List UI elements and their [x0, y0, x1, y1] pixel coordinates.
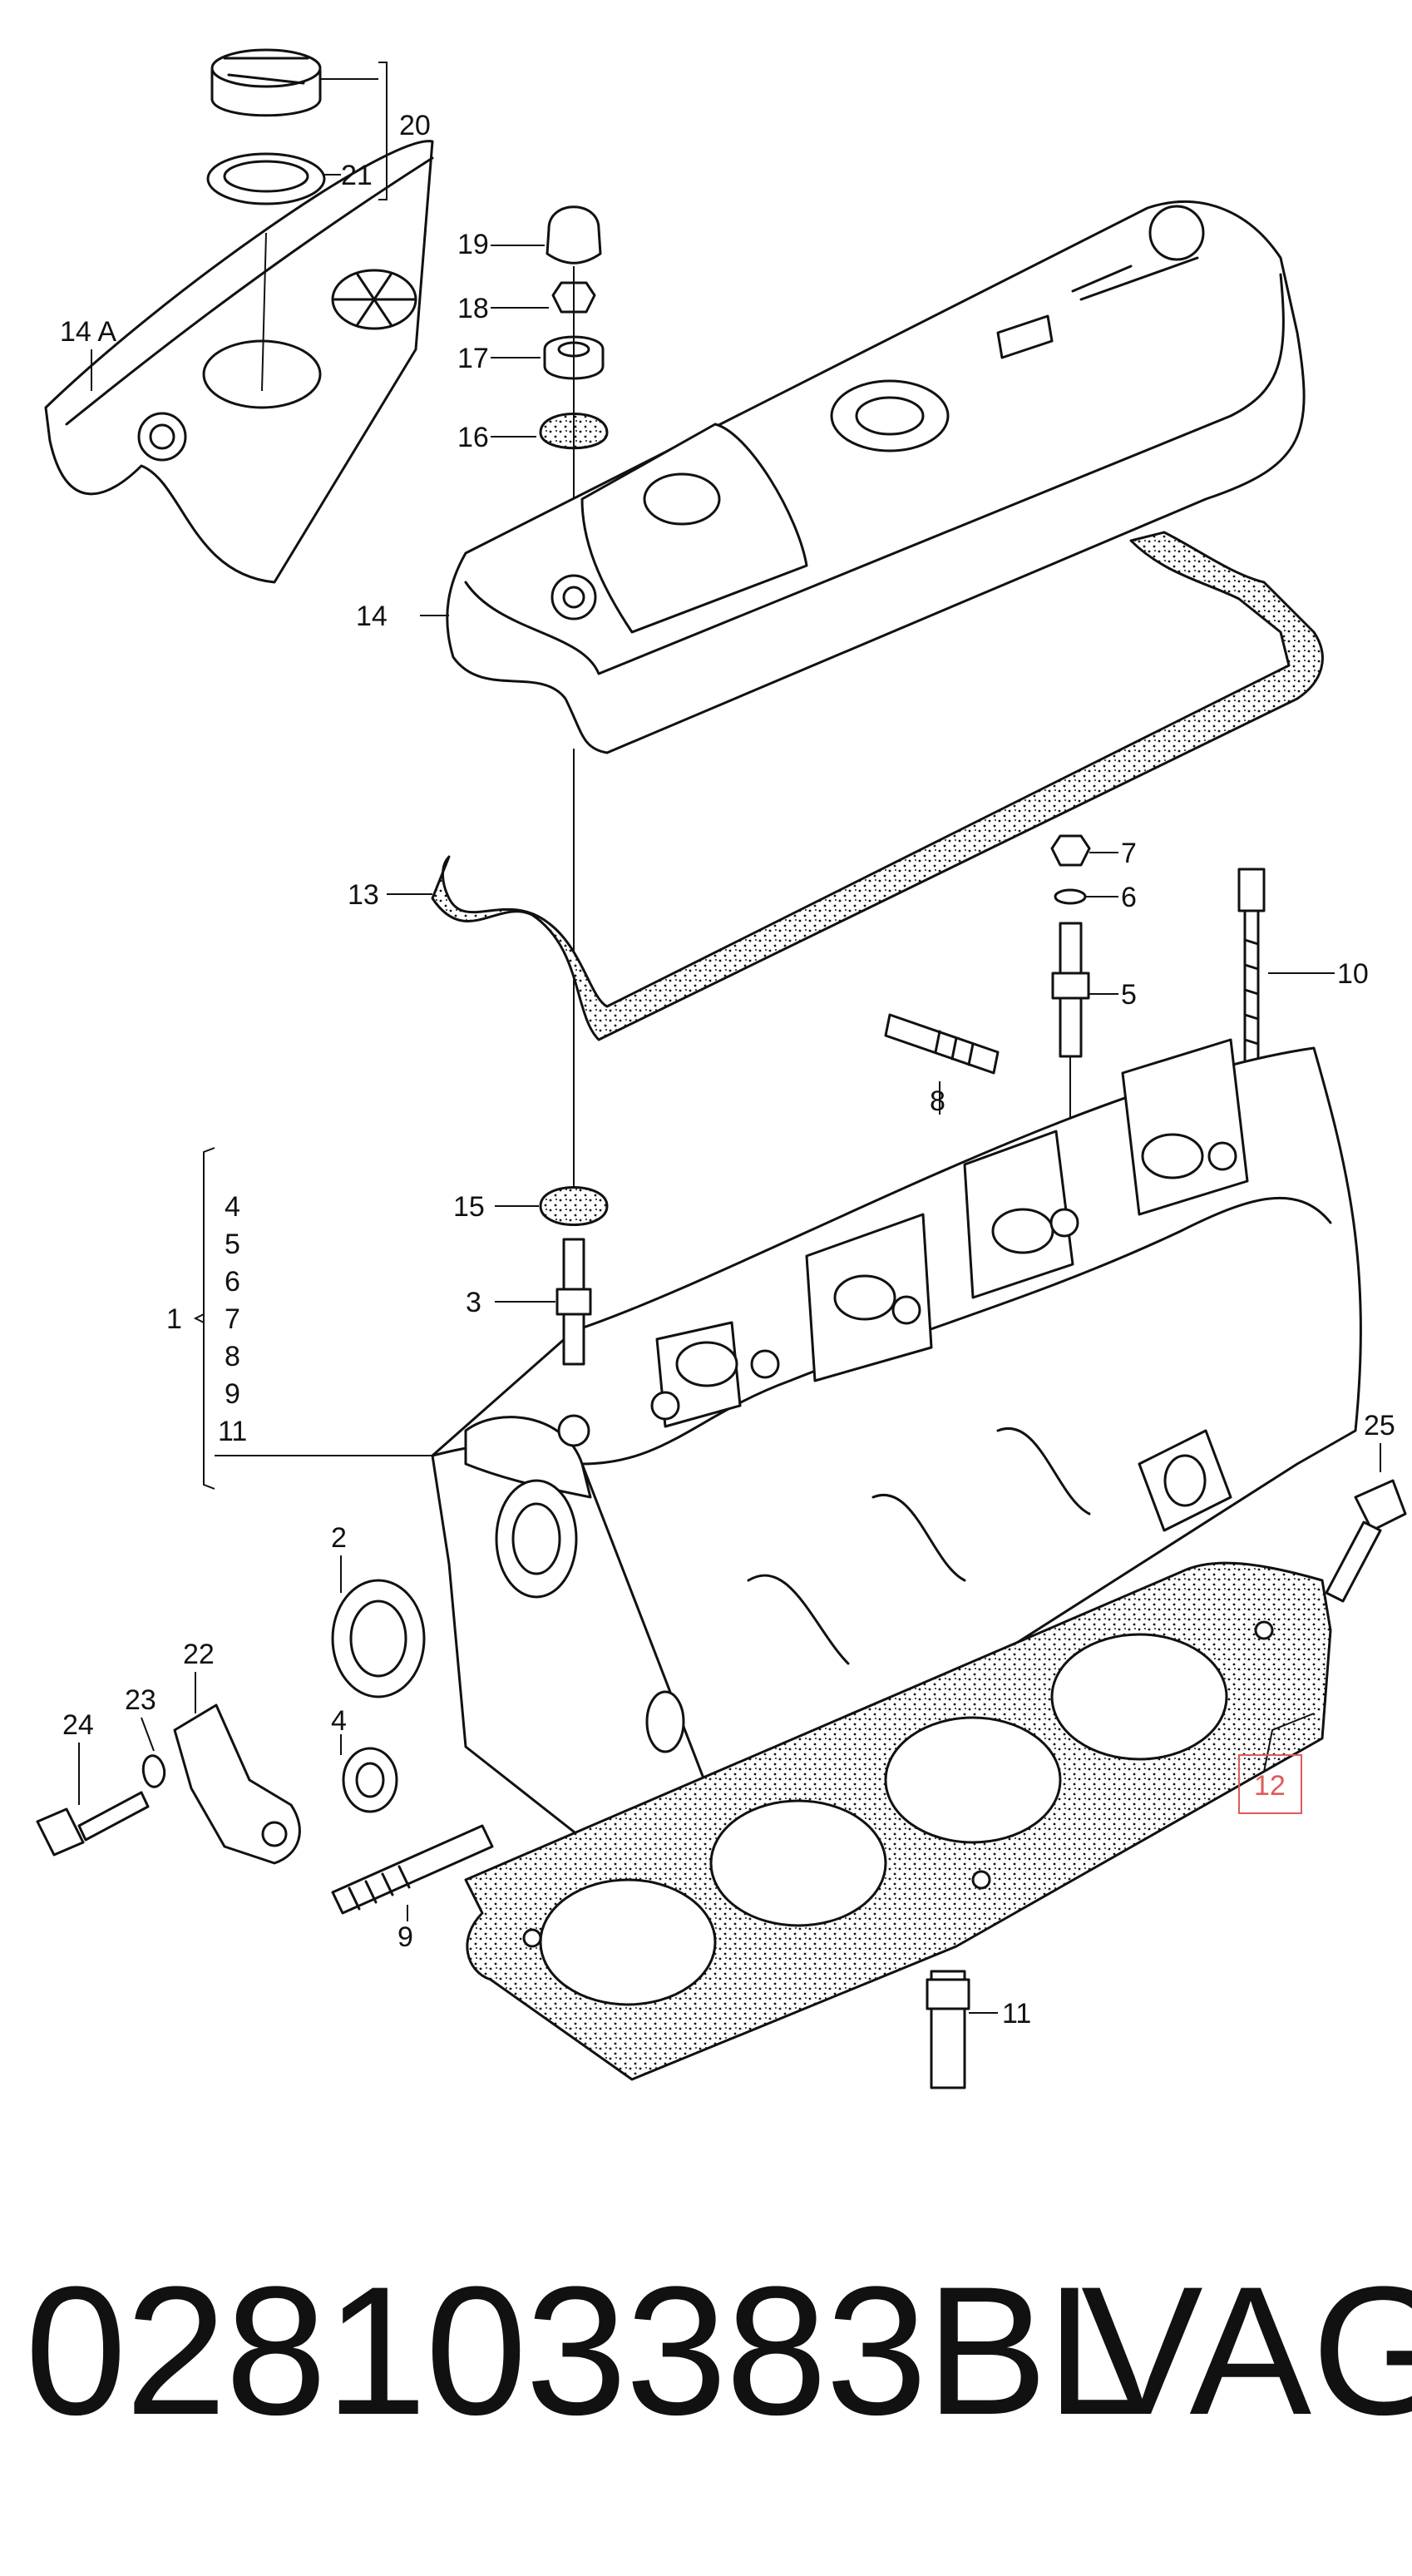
label-13: 13 — [348, 879, 379, 911]
oil-filler-cap — [210, 48, 322, 117]
sleeve-11 — [926, 1970, 970, 2089]
callout-labels: 20 21 14 A 19 18 17 16 14 13 7 6 5 10 8 … — [60, 110, 1395, 2030]
label-16: 16 — [457, 422, 489, 453]
label-5: 5 — [1121, 979, 1137, 1011]
label-group-7: 7 — [225, 1303, 240, 1335]
label-12: 12 — [1254, 1770, 1286, 1802]
label-7: 7 — [1121, 838, 1137, 869]
seal-4 — [342, 1747, 398, 1813]
label-15: 15 — [453, 1191, 485, 1223]
label-group-6: 6 — [225, 1266, 240, 1298]
label-group-9: 9 — [225, 1378, 240, 1410]
washer-23 — [141, 1754, 166, 1788]
label-group-8: 8 — [225, 1341, 240, 1372]
label-14a: 14 A — [60, 316, 116, 348]
label-19: 19 — [457, 229, 489, 260]
label-4: 4 — [331, 1705, 347, 1737]
part-number: 028103383BL — [25, 2248, 1148, 2453]
cylinder-head — [431, 1038, 1362, 1840]
guide-sleeve-3 — [555, 1238, 592, 1366]
stud-9 — [331, 1824, 494, 1915]
label-1: 1 — [166, 1303, 182, 1335]
label-21: 21 — [341, 160, 373, 191]
highlight-box-12 — [1238, 1754, 1302, 1814]
bolt-24 — [36, 1791, 150, 1857]
label-18: 18 — [457, 293, 489, 324]
valve-cover-gasket — [431, 531, 1324, 1041]
cylinder-head-gasket — [464, 1561, 1332, 2081]
label-10: 10 — [1337, 958, 1369, 990]
label-20: 20 — [399, 110, 431, 141]
bolt-25 — [1325, 1479, 1407, 1603]
label-8: 8 — [930, 1085, 945, 1117]
label-14: 14 — [356, 601, 388, 632]
valve-stem-seal-15 — [539, 1186, 609, 1226]
label-group-5: 5 — [225, 1229, 240, 1260]
label-17: 17 — [457, 343, 489, 374]
valve-cover — [446, 200, 1306, 754]
stud-8 — [884, 1013, 1000, 1075]
label-25: 25 — [1364, 1410, 1395, 1441]
label-22: 22 — [183, 1639, 215, 1670]
label-3: 3 — [466, 1287, 481, 1318]
lifting-bracket-22 — [173, 1703, 301, 1865]
label-11: 11 — [1002, 1998, 1031, 2030]
leader-lines — [78, 62, 1381, 2014]
oil-cap-seal-ring — [206, 152, 326, 205]
label-24: 24 — [62, 1709, 94, 1741]
label-group-11: 11 — [218, 1416, 247, 1447]
cover-cap-19 — [546, 205, 602, 265]
valve-cover-alt — [44, 140, 434, 584]
label-23: 23 — [125, 1684, 156, 1716]
camshaft-seal-2 — [331, 1579, 426, 1698]
label-group-4: 4 — [225, 1191, 240, 1223]
label-9: 9 — [397, 1921, 413, 1953]
brand-name: VAG — [1081, 2248, 1412, 2453]
label-6: 6 — [1121, 882, 1137, 913]
label-2: 2 — [331, 1522, 347, 1554]
exploded-parts-diagram: 20 21 14 A 19 18 17 16 14 13 7 6 5 10 8 … — [36, 48, 1407, 2089]
head-bolt-10 — [1237, 868, 1266, 1070]
